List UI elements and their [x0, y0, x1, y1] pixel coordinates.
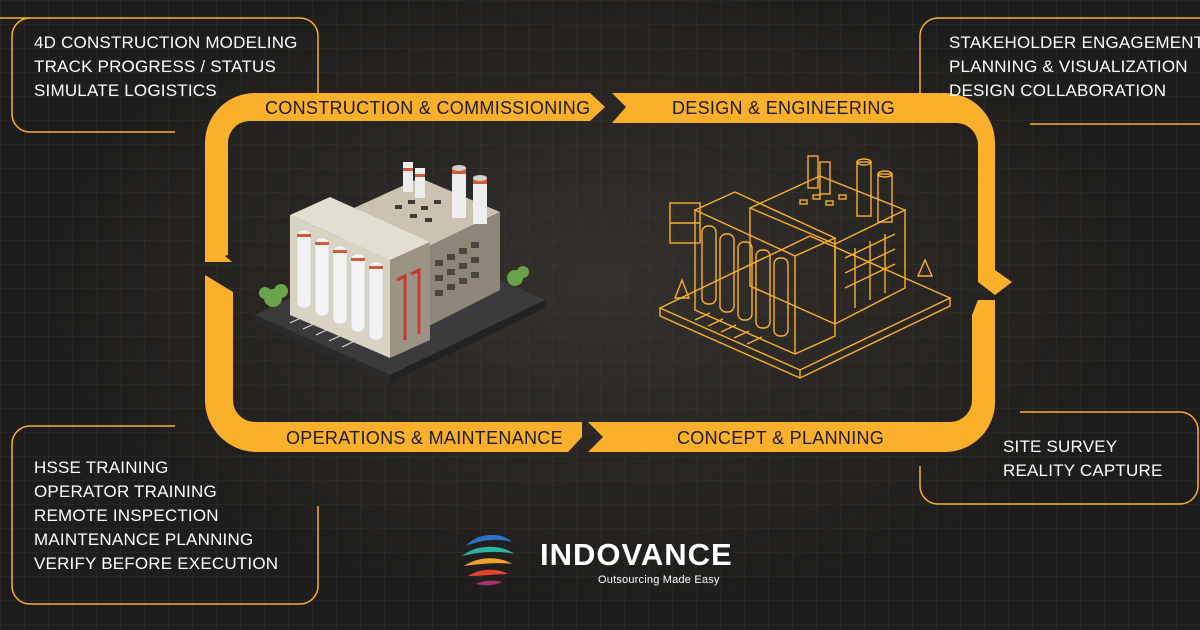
callout-line: SITE SURVEY — [1003, 437, 1118, 456]
callout-line: 4D CONSTRUCTION MODELING — [34, 33, 298, 52]
stage-label-construction: CONSTRUCTION & COMMISSIONING — [265, 98, 591, 118]
bottom-left-callout: HSSE TRAINING OPERATOR TRAINING REMOTE I… — [34, 456, 278, 576]
arrow-tip-left-up — [205, 250, 232, 262]
brand-name: INDOVANCE — [540, 537, 733, 572]
swirl-sphere-logo-icon — [462, 534, 514, 586]
bottom-left-box-border — [11, 425, 319, 605]
callout-line: VERIFY BEFORE EXECUTION — [34, 554, 279, 573]
callout-line: REALITY CAPTURE — [1003, 461, 1163, 480]
callout-line: HSSE TRAINING — [34, 458, 169, 477]
stage-label-concept: CONCEPT & PLANNING — [677, 428, 885, 448]
band-construction — [205, 93, 605, 262]
callout-line: STAKEHOLDER ENGAGEMENT — [949, 33, 1200, 52]
callout-line: TRACK PROGRESS / STATUS — [34, 57, 277, 76]
top-right-box-border — [919, 17, 1200, 125]
factory-rendered-icon — [255, 162, 545, 383]
factory-wireframe-icon — [658, 155, 952, 379]
top-left-box-border — [0, 17, 319, 133]
bottom-right-callout: SITE SURVEY REALITY CAPTURE — [1003, 435, 1163, 483]
top-left-callout: 4D CONSTRUCTION MODELING TRACK PROGRESS … — [34, 31, 298, 103]
band-concept — [588, 300, 996, 452]
callout-line: DESIGN COLLABORATION — [949, 81, 1167, 100]
bottom-right-box-border — [919, 411, 1199, 505]
callout-line: MAINTENANCE PLANNING — [34, 530, 254, 549]
top-right-callout: STAKEHOLDER ENGAGEMENT PLANNING & VISUAL… — [949, 31, 1200, 103]
callout-line: REMOTE INSPECTION — [34, 506, 219, 525]
stage-label-operations: OPERATIONS & MAINTENANCE — [286, 428, 563, 448]
band-design — [612, 93, 1012, 295]
callout-line: PLANNING & VISUALIZATION — [949, 57, 1188, 76]
band-operations — [205, 275, 582, 452]
stage-label-design: DESIGN & ENGINEERING — [672, 98, 896, 118]
brand-tagline: Outsourcing Made Easy — [598, 574, 720, 586]
callout-line: OPERATOR TRAINING — [34, 482, 217, 501]
callout-line: SIMULATE LOGISTICS — [34, 81, 217, 100]
